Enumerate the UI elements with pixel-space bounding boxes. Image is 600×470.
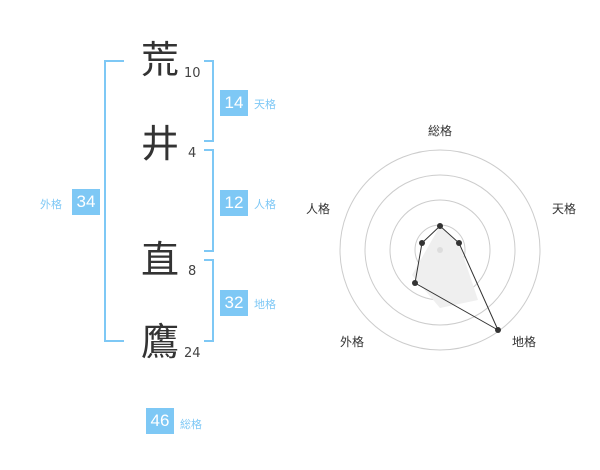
tenkaku-value: 14 bbox=[220, 90, 248, 116]
jinkaku-bracket bbox=[204, 149, 214, 252]
radar-point-5 bbox=[419, 240, 425, 246]
axis-label-chikaku: 地格 bbox=[512, 334, 536, 349]
radar-ring-4 bbox=[339, 149, 541, 351]
gaikaku-bracket bbox=[104, 60, 124, 342]
gaikaku-value: 34 bbox=[72, 189, 100, 215]
radar-point-2 bbox=[456, 240, 462, 246]
name-char-2: 井 bbox=[141, 122, 180, 166]
radar-area bbox=[412, 226, 478, 308]
soukaku-value: 46 bbox=[146, 408, 174, 434]
gaikaku-label: 外格 bbox=[40, 198, 62, 211]
stroke-count-3: 8 bbox=[188, 264, 197, 279]
soukaku-label: 総格 bbox=[180, 418, 202, 431]
axis-label-jinkaku: 人格 bbox=[306, 201, 330, 216]
name-char-4: 鷹 bbox=[141, 320, 180, 364]
name-char-3: 直 bbox=[141, 238, 180, 282]
name-char-1: 荒 bbox=[141, 38, 180, 82]
jinkaku-label: 人格 bbox=[254, 198, 276, 211]
radar-point-1 bbox=[437, 223, 443, 229]
radar-point-3 bbox=[495, 327, 501, 333]
chikaku-value: 32 bbox=[220, 290, 248, 316]
stroke-count-4: 24 bbox=[184, 346, 201, 361]
axis-label-tenkaku: 天格 bbox=[552, 201, 576, 216]
stroke-count-2: 4 bbox=[188, 146, 197, 161]
stroke-count-1: 10 bbox=[184, 66, 201, 81]
tenkaku-label: 天格 bbox=[254, 98, 276, 111]
radar-center bbox=[437, 247, 443, 253]
chikaku-label: 地格 bbox=[254, 298, 276, 311]
axis-label-soukaku: 総格 bbox=[428, 123, 452, 138]
chikaku-bracket bbox=[204, 259, 214, 342]
jinkaku-value: 12 bbox=[220, 190, 248, 216]
axis-label-gaikaku: 外格 bbox=[340, 334, 364, 349]
radar-series-line bbox=[414, 225, 500, 332]
radar-point-4 bbox=[412, 280, 418, 286]
radar-ring-3 bbox=[364, 174, 516, 326]
tenkaku-bracket bbox=[204, 60, 214, 142]
